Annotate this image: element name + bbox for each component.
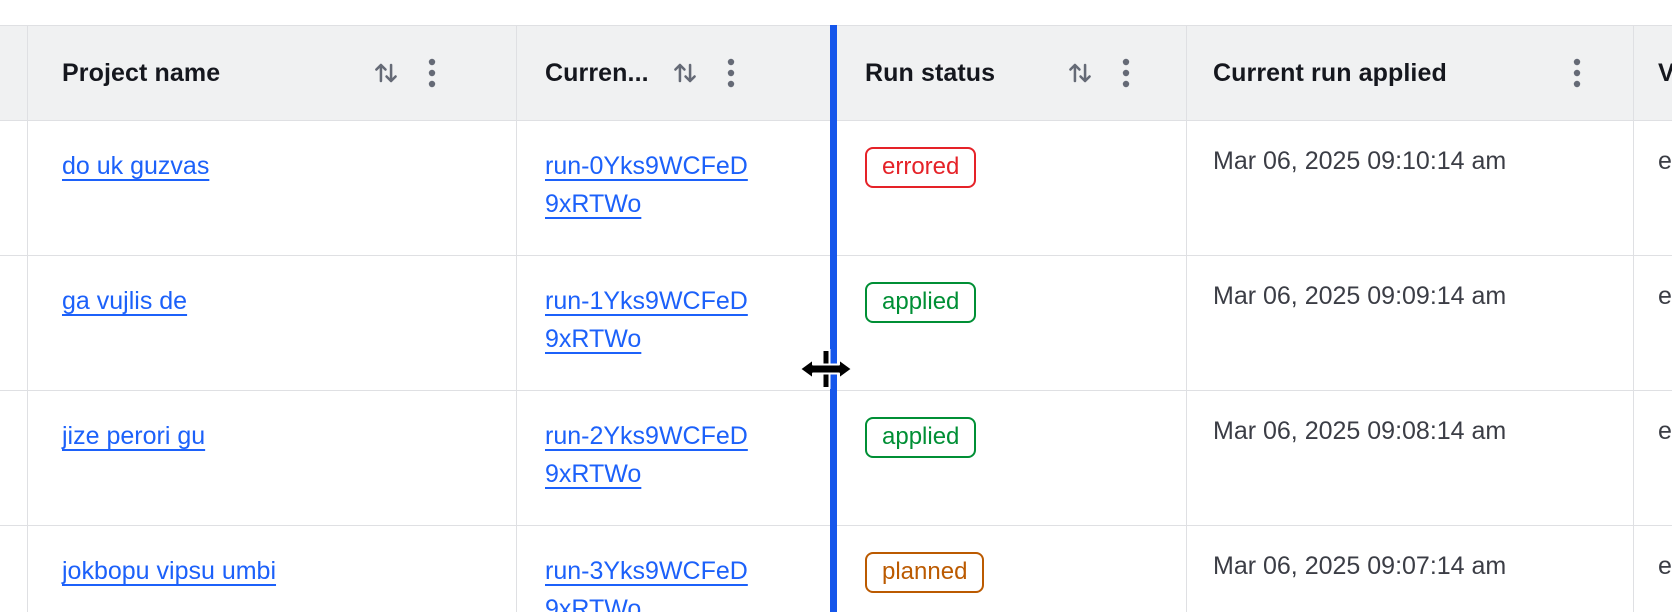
current-run-cell: run-0Yks9WCFeD 9xRTWo bbox=[517, 121, 836, 255]
sort-icon[interactable] bbox=[1064, 57, 1096, 89]
table-row: jokbopu vipsu umbi run-3Yks9WCFeD 9xRTWo… bbox=[0, 526, 1672, 612]
row-spacer-cell bbox=[0, 121, 28, 255]
header-spacer-cell bbox=[0, 26, 28, 120]
run-id-line2: 9xRTWo bbox=[545, 460, 642, 488]
overflow-cell-text: e bbox=[1658, 147, 1672, 175]
current-run-cell: run-3Yks9WCFeD 9xRTWo bbox=[517, 526, 836, 612]
overflow-cell: e bbox=[1634, 256, 1672, 390]
current-run-applied-cell: Mar 06, 2025 09:07:14 am bbox=[1187, 526, 1634, 612]
kebab-menu-icon[interactable] bbox=[428, 57, 436, 89]
run-status-cell: applied bbox=[836, 256, 1187, 390]
run-applied-timestamp: Mar 06, 2025 09:07:14 am bbox=[1213, 552, 1507, 580]
project-name-cell: jize perori gu bbox=[28, 391, 517, 525]
header-cell-overflow-column: V bbox=[1634, 26, 1672, 120]
run-applied-timestamp: Mar 06, 2025 09:08:14 am bbox=[1213, 417, 1507, 445]
header-cell-project-name: Project name bbox=[28, 26, 517, 120]
current-run-applied-cell: Mar 06, 2025 09:10:14 am bbox=[1187, 121, 1634, 255]
run-status-cell: planned bbox=[836, 526, 1187, 612]
run-status-cell: errored bbox=[836, 121, 1187, 255]
run-status-badge: planned bbox=[865, 552, 985, 593]
current-run-cell: run-1Yks9WCFeD 9xRTWo bbox=[517, 256, 836, 390]
header-cell-current-run: Curren... bbox=[517, 26, 836, 120]
overflow-cell: e bbox=[1634, 121, 1672, 255]
column-label-current-run: Curren... bbox=[545, 58, 649, 87]
project-link[interactable]: jize perori gu bbox=[62, 422, 206, 450]
project-name-cell: jokbopu vipsu umbi bbox=[28, 526, 517, 612]
column-label-overflow: V bbox=[1658, 58, 1672, 87]
run-status-cell: applied bbox=[836, 391, 1187, 525]
run-id-line1: run-0Yks9WCFeD bbox=[545, 152, 748, 180]
run-status-badge: applied bbox=[865, 282, 977, 323]
run-id-line2: 9xRTWo bbox=[545, 325, 642, 353]
overflow-cell: e bbox=[1634, 526, 1672, 612]
run-applied-timestamp: Mar 06, 2025 09:10:14 am bbox=[1213, 147, 1507, 175]
project-name-cell: ga vujlis de bbox=[28, 256, 517, 390]
project-name-cell: do uk guzvas bbox=[28, 121, 517, 255]
project-link[interactable]: ga vujlis de bbox=[62, 287, 188, 315]
run-status-badge: applied bbox=[865, 417, 977, 458]
project-link[interactable]: do uk guzvas bbox=[62, 152, 210, 180]
overflow-cell: e bbox=[1634, 391, 1672, 525]
header-cell-current-run-applied: Current run applied bbox=[1187, 26, 1634, 120]
row-spacer-cell bbox=[0, 391, 28, 525]
overflow-cell-text: e bbox=[1658, 282, 1672, 310]
sort-icon[interactable] bbox=[669, 57, 701, 89]
run-link[interactable]: run-3Yks9WCFeD 9xRTWo bbox=[545, 552, 748, 612]
overflow-cell-text: e bbox=[1658, 552, 1672, 580]
run-link[interactable]: run-1Yks9WCFeD 9xRTWo bbox=[545, 282, 748, 358]
run-status-badge: errored bbox=[865, 147, 977, 188]
row-spacer-cell bbox=[0, 256, 28, 390]
kebab-menu-icon[interactable] bbox=[1573, 57, 1581, 89]
kebab-menu-icon[interactable] bbox=[1122, 57, 1130, 89]
run-id-line1: run-3Yks9WCFeD bbox=[545, 557, 748, 585]
kebab-menu-icon[interactable] bbox=[727, 57, 735, 89]
overflow-cell-text: e bbox=[1658, 417, 1672, 445]
run-id-line2: 9xRTWo bbox=[545, 190, 642, 218]
current-run-applied-cell: Mar 06, 2025 09:09:14 am bbox=[1187, 256, 1634, 390]
header-cell-run-status: Run status bbox=[836, 26, 1187, 120]
current-run-cell: run-2Yks9WCFeD 9xRTWo bbox=[517, 391, 836, 525]
current-run-applied-cell: Mar 06, 2025 09:08:14 am bbox=[1187, 391, 1634, 525]
run-id-line2: 9xRTWo bbox=[545, 595, 642, 612]
sort-icon[interactable] bbox=[370, 57, 402, 89]
row-spacer-cell bbox=[0, 526, 28, 612]
column-label-project-name: Project name bbox=[62, 58, 221, 87]
run-link[interactable]: run-2Yks9WCFeD 9xRTWo bbox=[545, 417, 748, 493]
project-link[interactable]: jokbopu vipsu umbi bbox=[62, 557, 277, 585]
run-id-line1: run-2Yks9WCFeD bbox=[545, 422, 748, 450]
run-applied-timestamp: Mar 06, 2025 09:09:14 am bbox=[1213, 282, 1507, 310]
run-id-line1: run-1Yks9WCFeD bbox=[545, 287, 748, 315]
column-resize-indicator[interactable] bbox=[830, 25, 837, 612]
run-link[interactable]: run-0Yks9WCFeD 9xRTWo bbox=[545, 147, 748, 223]
column-label-current-run-applied: Current run applied bbox=[1213, 58, 1447, 87]
column-label-run-status: Run status bbox=[865, 58, 996, 87]
